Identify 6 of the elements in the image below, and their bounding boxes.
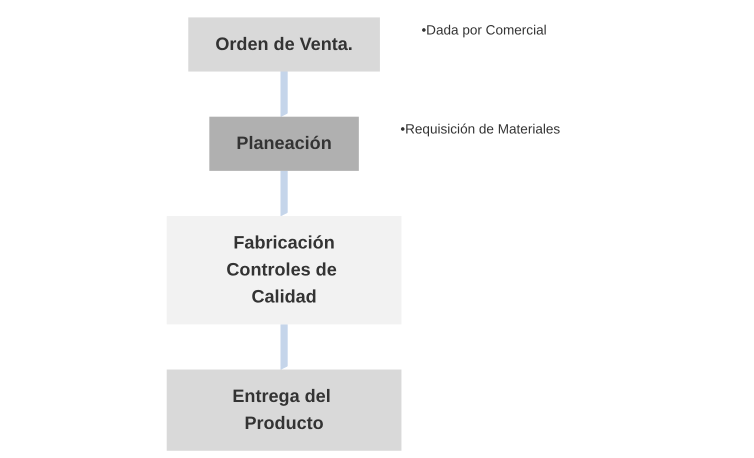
node-box: Planeación: [209, 116, 359, 171]
node-label: •Requisición de Materiales: [400, 122, 560, 138]
node-label: •Dada por Comercial: [421, 22, 547, 38]
node-box: Orden de Venta.: [188, 17, 380, 72]
node-box: Fabricación Controles de Calidad: [166, 216, 402, 324]
node-box: Entrega del Producto: [166, 370, 402, 451]
